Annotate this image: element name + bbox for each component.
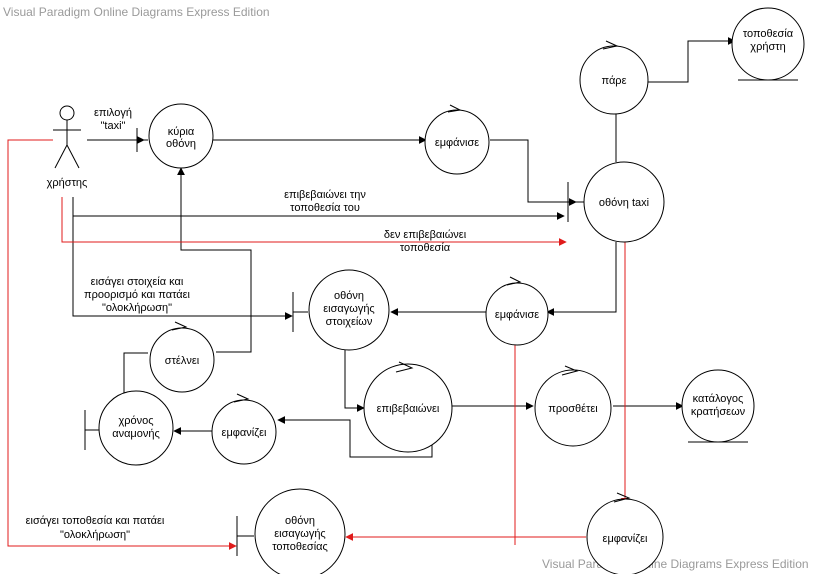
edge-label-eisagei-stoixeia: "ολοκλήρωση" [102, 302, 172, 314]
node-label: εμφανίζει [603, 533, 648, 545]
edge-taxi-to-emfanise-mid [546, 242, 617, 316]
node-pare: πάρε [579, 40, 649, 115]
node-prosthetei: προσθέτει [534, 365, 612, 447]
edge-pare-to-topothesia [648, 37, 736, 83]
edge-actor-to-stoixeion [72, 216, 293, 320]
red-flows [7, 139, 629, 550]
node-emfanizei-bottom: εμφανίζει [586, 492, 664, 574]
node-label: εμφάνισε [435, 137, 479, 149]
node-label: οθόνη [166, 138, 196, 150]
node-label: επιβεβαιώνει [377, 403, 440, 415]
node-label: οθόνη [334, 290, 364, 302]
actor-label: χρήστης [47, 177, 88, 189]
edge-label-epilogi: επιλογή [94, 107, 132, 119]
node-label: εισαγωγής [274, 528, 326, 540]
node-emfanizei-left: εμφανίζει [211, 393, 277, 465]
edge-label-epilogi: "taxi" [101, 120, 126, 132]
node-othoni-eisagogis-topothesias: οθόνη εισαγωγής τοποθεσίας [236, 488, 346, 574]
edge-actor-to-topothesias [7, 139, 237, 550]
edge-label-eisagei-topothesia: εισάγει τοποθεσία και πατάει [26, 515, 165, 527]
node-label: χρόνος [118, 415, 153, 427]
node-label: εισαγωγής [323, 303, 375, 315]
node-label: τοποθεσία [743, 28, 794, 40]
node-label: κρατήσεων [691, 406, 746, 418]
node-label: τοποθεσίας [272, 541, 328, 553]
edge-stelnei-to-kyria [177, 167, 252, 353]
node-kyria-othoni: κύρια οθόνη [136, 103, 214, 169]
edge-label-confirm: τοποθεσία του [290, 202, 360, 214]
node-label: κατάλογος [693, 393, 744, 405]
node-label: εμφανίζει [222, 427, 267, 439]
node-katalogos-kratiseon: κατάλογος κρατήσεων [681, 369, 755, 443]
edge-label-eisagei-stoixeia: προορισμό και πατάει [84, 289, 191, 301]
node-label: προσθέτει [548, 403, 598, 415]
node-label: εμφάνισε [495, 309, 539, 321]
edge-actor-not-confirm-to-taxi [61, 197, 567, 246]
edge-label-eisagei-topothesia: "ολοκλήρωση" [60, 529, 130, 541]
node-label: οθόνη taxi [599, 197, 649, 209]
actor-xristis: χρήστης [47, 105, 88, 189]
edge-labels: επιλογή "taxi" επιβεβαιώνει την τοποθεσί… [26, 107, 467, 541]
node-epivevaionei: επιβεβαιώνει [363, 361, 453, 453]
edge-label-not-confirm: δεν επιβεβαιώνει [384, 229, 467, 241]
node-label: αναμονής [112, 428, 160, 440]
node-label: στέλνει [165, 355, 200, 367]
edge-epivevaionei-to-emfanizei [277, 416, 433, 458]
node-label: πάρε [602, 75, 627, 87]
edge-emfanise-to-taxi [490, 139, 577, 206]
edge-label-confirm: επιβεβαιώνει την [284, 189, 366, 201]
node-xronos-anamonis: χρόνος αναμονής [84, 390, 174, 466]
edge-label-eisagei-stoixeia: εισάγει στοιχεία και [91, 276, 184, 288]
node-othoni-taxi: οθόνη taxi [567, 161, 665, 243]
node-topothesia-xristi: τοποθεσία χρήστη [731, 7, 805, 81]
node-label: στοιχείων [326, 316, 373, 328]
watermark-bottom: Visual Paradigm Online Diagrams Express … [542, 557, 809, 571]
node-othoni-eisagogis-stoixeion: οθόνη εισαγωγής στοιχείων [292, 269, 390, 351]
node-label: οθόνη [285, 515, 315, 527]
node-label: χρήστη [750, 41, 785, 53]
node-emfanise-mid: εμφάνισε [485, 276, 549, 346]
node-stelnei: στέλνει [149, 321, 215, 393]
node-emfanise-top: εμφάνισε [424, 104, 490, 175]
edge-stoixeion-to-epivevaionei [344, 348, 365, 412]
edge-xronos-to-stelnei [123, 352, 148, 400]
watermark-top: Visual Paradigm Online Diagrams Express … [3, 5, 270, 19]
node-label: κύρια [168, 126, 195, 138]
edge-label-not-confirm: τοποθεσία [400, 242, 451, 254]
